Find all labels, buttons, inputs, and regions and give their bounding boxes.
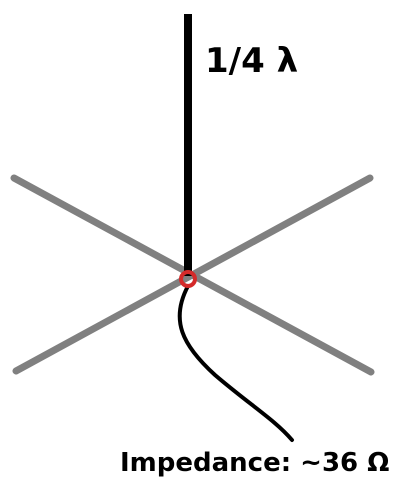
impedance-label: Impedance: ~36 Ω: [120, 448, 390, 478]
antenna-length-label: 1/4 λ: [205, 41, 299, 81]
feed-cable: [177, 284, 294, 442]
feedpoint-marker: [179, 270, 197, 288]
